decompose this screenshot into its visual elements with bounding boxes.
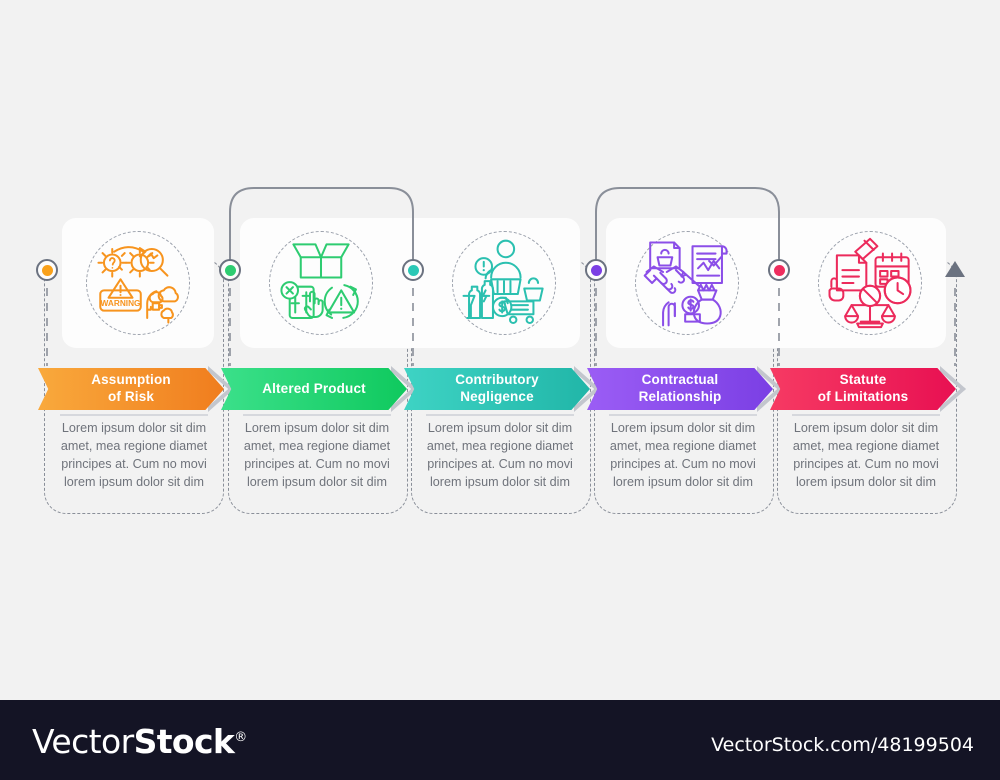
handshake-contract-icon — [635, 231, 739, 335]
step-banner-2-title: Altered Product — [262, 380, 366, 396]
watermark-url: VectorStock.com/48199504 — [711, 734, 974, 756]
node-dot-1[interactable] — [36, 259, 58, 281]
step-banner-2[interactable]: Altered Product — [221, 368, 407, 410]
node-dot-2[interactable] — [219, 259, 241, 281]
node-dot-3[interactable] — [402, 259, 424, 281]
warning-risk-assessment-icon: WARNING — [86, 231, 190, 335]
step-rule-3 — [426, 414, 574, 416]
node-dot-5-fill — [773, 264, 785, 276]
logo-registered-mark: ® — [234, 730, 247, 745]
node-dot-4-fill — [590, 264, 602, 276]
vectorstock-logo: VectorStock® — [32, 722, 247, 761]
step-description-3: Lorem ipsum dolor sit dim amet, mea regi… — [426, 421, 574, 489]
icon-cell-1: WARNING — [48, 218, 228, 348]
icon-cell-2 — [231, 218, 411, 348]
step-rule-2 — [243, 414, 391, 416]
svg-text:WARNING: WARNING — [101, 299, 141, 308]
altered-package-icon — [269, 231, 373, 335]
step-rule-1 — [60, 414, 208, 416]
node-dot-3-fill — [407, 264, 419, 276]
step-description-4: Lorem ipsum dolor sit dim amet, mea regi… — [609, 421, 757, 489]
icon-cell-4 — [597, 218, 777, 348]
step-rule-4 — [609, 414, 757, 416]
node-dot-4[interactable] — [585, 259, 607, 281]
logo-text-bold: Stock — [133, 722, 235, 761]
icon-cell-5 — [780, 218, 960, 348]
node-dot-1-fill — [41, 264, 53, 276]
watermark-footer: VectorStock® VectorStock.com/48199504 — [0, 700, 1000, 780]
step-description-5: Lorem ipsum dolor sit dim amet, mea regi… — [792, 421, 940, 489]
legal-deadline-icon — [818, 231, 922, 335]
timeline-end-arrow-icon — [945, 261, 965, 277]
step-description-2: Lorem ipsum dolor sit dim amet, mea regi… — [243, 421, 391, 489]
node-dot-5[interactable] — [768, 259, 790, 281]
icon-cell-3 — [414, 218, 594, 348]
step-rule-5 — [792, 414, 940, 416]
logo-text-light: Vector — [32, 722, 134, 761]
step-description-1: Lorem ipsum dolor sit dim amet, mea regi… — [60, 421, 208, 489]
infographic-canvas: WARNING — [36, 187, 966, 514]
node-dot-2-fill — [224, 264, 236, 276]
consumer-negligence-icon — [452, 231, 556, 335]
